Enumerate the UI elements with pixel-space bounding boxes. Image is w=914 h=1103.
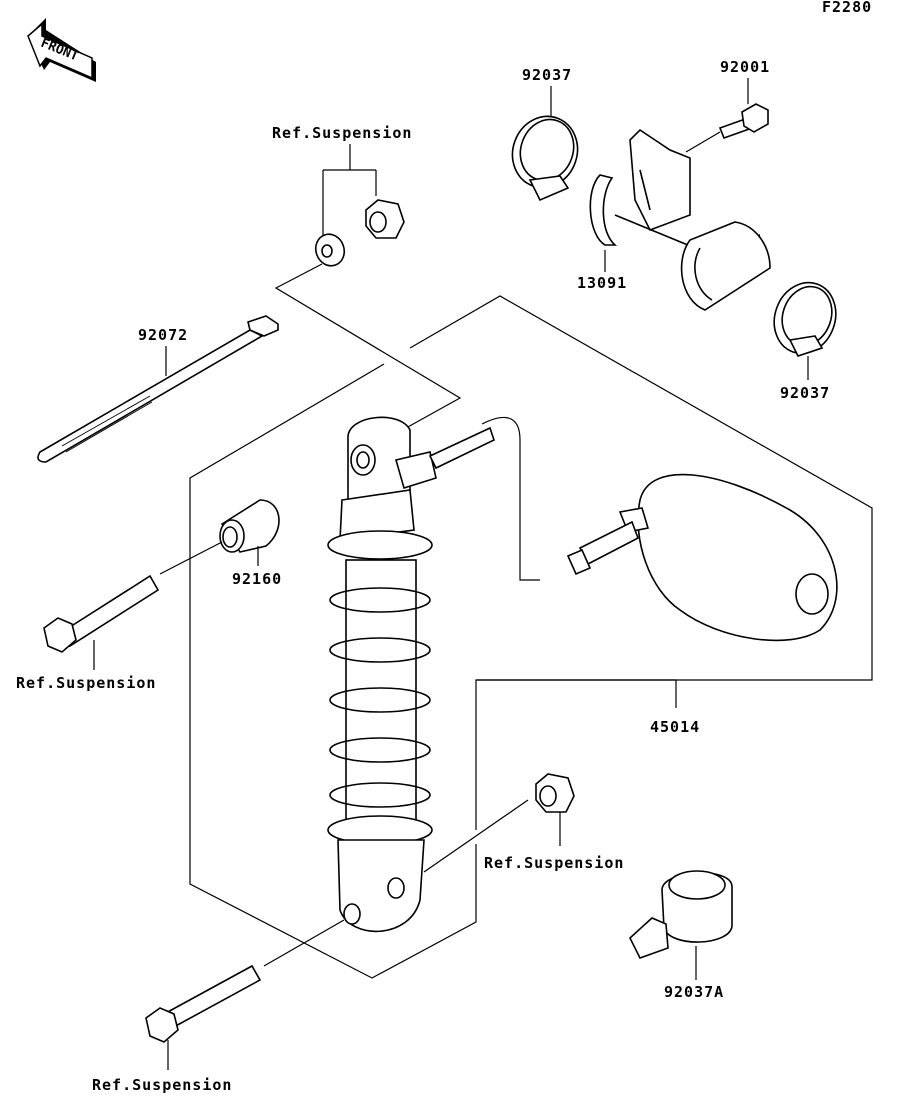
washer-icon xyxy=(314,233,346,267)
clamp-top-group: 92037 xyxy=(511,66,579,202)
clip-92037a-group: 92037A xyxy=(629,870,733,1001)
clamp-bottom-group: 92037 xyxy=(773,281,837,402)
bracket-13091-group: 13091 xyxy=(577,128,771,311)
left-bolt-group: Ref.Suspension xyxy=(16,574,160,692)
shock-absorber-icon xyxy=(327,416,495,933)
bolt-icon xyxy=(718,103,769,140)
label-92072: 92072 xyxy=(138,326,188,344)
label-ref-bottom-bolt: Ref.Suspension xyxy=(92,1076,232,1094)
bracket-icon xyxy=(589,128,771,311)
label-92037-bottom: 92037 xyxy=(780,384,830,402)
front-arrow-icon: FRONT xyxy=(27,18,96,82)
hose-clamp-icon xyxy=(773,281,837,357)
label-92160: 92160 xyxy=(232,570,282,588)
cable-tie-group: 92072 xyxy=(37,315,279,463)
lower-nut-group: Ref.Suspension xyxy=(423,773,624,873)
label-92037-top: 92037 xyxy=(522,66,572,84)
label-ref-top: Ref.Suspension xyxy=(272,124,412,142)
label-ref-left-bolt: Ref.Suspension xyxy=(16,674,156,692)
label-13091: 13091 xyxy=(577,274,627,292)
ref-top-group: Ref.Suspension xyxy=(272,124,412,267)
label-45014: 45014 xyxy=(650,718,700,736)
bolt-92001-group: 92001 xyxy=(685,58,770,153)
assembly-leader-lines xyxy=(189,263,873,979)
clip-icon xyxy=(629,870,733,959)
label-92001: 92001 xyxy=(720,58,770,76)
label-92037a: 92037A xyxy=(664,983,724,1001)
bolt-icon xyxy=(145,964,262,1043)
figure-code: F2280 xyxy=(822,0,872,16)
collar-92160-group: 92160 xyxy=(159,499,282,588)
hose-clamp-icon xyxy=(511,115,579,202)
label-ref-nut: Ref.Suspension xyxy=(484,854,624,872)
shock-absorber-group: 45014 xyxy=(327,416,838,933)
reservoir-icon xyxy=(566,473,838,642)
cable-tie-icon xyxy=(37,315,279,463)
bottom-bolt-group: Ref.Suspension xyxy=(92,919,345,1094)
collar-icon xyxy=(219,499,280,553)
nut-icon xyxy=(535,773,575,813)
nut-icon xyxy=(365,199,405,239)
bolt-icon xyxy=(43,574,160,653)
